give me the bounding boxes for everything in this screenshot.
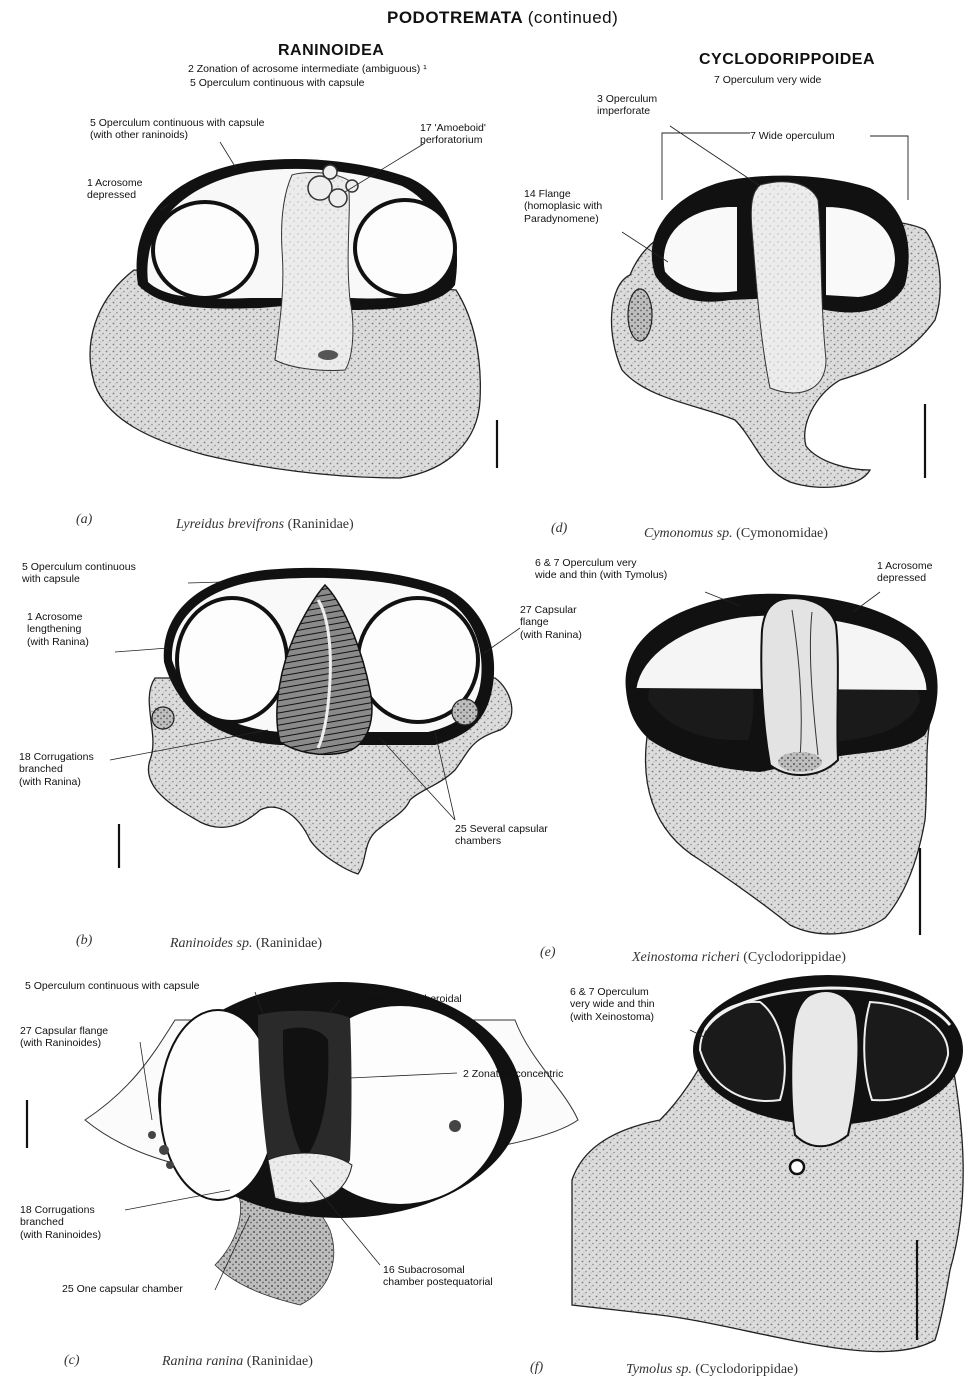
panel-a-chamber-left: [153, 202, 257, 298]
panel-letter-d: (d): [551, 522, 567, 537]
section-heading-raninoidea: RANINOIDEA: [278, 43, 384, 60]
annotation-b-corrugations: 18 Corrugations branched (with Ranina): [19, 751, 94, 788]
panel-caption-d: Cymonomus sp. (Cymonomidae): [644, 527, 828, 542]
section-note-right-1: 7 Operculum very wide: [714, 74, 821, 86]
family-name-f: (Cyclodorippidae): [695, 1362, 798, 1377]
family-name-d: (Cymonomidae): [736, 526, 828, 541]
panel-e-core: [761, 598, 838, 775]
annotation-c-flange: 27 Capsular flange (with Raninoides): [20, 1025, 108, 1050]
panel-caption-e: Xeinostoma richeri (Cyclodorippidae): [632, 951, 846, 966]
panel-caption-f: Tymolus sp. (Cyclodorippidae): [626, 1363, 798, 1378]
panel-letter-b: (b): [76, 934, 92, 949]
annotation-c-operculum: 5 Operculum continuous with capsule: [25, 980, 200, 992]
annotation-c-acrosome: 1 Acrosome subspheroidal: [338, 993, 462, 1005]
annotation-b-acrosome: 1 Acrosome lengthening (with Ranina): [27, 611, 89, 648]
panel-letter-f: (f): [530, 1361, 543, 1376]
annotation-c-subacrosomal: 16 Subacrosomal chamber postequatorial: [383, 1264, 493, 1289]
page-title-sub: (continued): [528, 8, 619, 27]
family-name-a: (Raninidae): [288, 517, 354, 532]
species-name-d: Cymonomus sp.: [644, 526, 733, 541]
species-name-c: Ranina ranina: [162, 1354, 243, 1369]
annotation-b-operculum: 5 Operculum continuous with capsule: [22, 561, 136, 586]
panel-f-core: [791, 991, 858, 1146]
annotation-c-zonation: 2 Zonation concentric: [463, 1068, 563, 1080]
species-name-a: Lyreidus brevifrons: [176, 517, 284, 532]
panel-caption-b: Raninoides sp. (Raninidae): [170, 937, 322, 952]
panel-a-chamber-right: [355, 200, 455, 296]
annotation-d-wide-operculum: 7 Wide operculum: [750, 130, 835, 142]
section-note-left-2: 5 Operculum continuous with capsule: [190, 77, 365, 89]
panel-a-drawing: [90, 142, 497, 478]
panel-d-drawing: [612, 126, 941, 487]
family-name-e: (Cyclodorippidae): [743, 950, 846, 965]
annotation-d-flange: 14 Flange (homoplasic with Paradynomene): [524, 188, 602, 225]
panel-b-chamber-left: [177, 598, 287, 722]
page-title: PODOTREMATA (continued): [387, 9, 618, 27]
panel-caption-c: Ranina ranina (Raninidae): [162, 1355, 313, 1370]
section-heading-cyclodorippoidea: CYCLODORIPPOIDEA: [699, 52, 875, 69]
panel-letter-e: (e): [540, 946, 556, 961]
species-name-e: Xeinostoma richeri: [632, 950, 740, 965]
annotation-e-operculum: 6 & 7 Operculum very wide and thin (with…: [535, 557, 667, 582]
page-title-main: PODOTREMATA: [387, 8, 523, 27]
annotation-b-chambers: 25 Several capsular chambers: [455, 823, 548, 848]
panel-e-drawing: [626, 592, 938, 935]
annotation-a-perforatorium: 17 'Amoeboid' perforatorium: [420, 122, 486, 147]
section-note-left-1: 2 Zonation of acrosome intermediate (amb…: [188, 63, 427, 75]
annotation-f-operculum: 6 & 7 Operculum very wide and thin (with…: [570, 986, 655, 1023]
family-name-c: (Raninidae): [247, 1354, 313, 1369]
annotation-c-corrugations: 18 Corrugations branched (with Raninoide…: [20, 1204, 101, 1241]
panel-f-drawing: [572, 975, 963, 1352]
panel-letter-a: (a): [76, 513, 92, 528]
panel-letter-c: (c): [64, 1354, 80, 1369]
species-name-f: Tymolus sp.: [626, 1362, 692, 1377]
family-name-b: (Raninidae): [256, 936, 322, 951]
annotation-b-flange: 27 Capsular flange (with Ranina): [520, 604, 582, 641]
species-name-b: Raninoides sp.: [170, 936, 252, 951]
annotation-a-operculum: 5 Operculum continuous with capsule (wit…: [90, 117, 265, 142]
annotation-d-imperforate: 3 Operculum imperforate: [597, 93, 657, 118]
panel-caption-a: Lyreidus brevifrons (Raninidae): [176, 518, 354, 533]
panel-c-drawing: [27, 982, 578, 1305]
annotation-e-acrosome: 1 Acrosome depressed: [877, 560, 932, 585]
annotation-a-acrosome: 1 Acrosome depressed: [87, 177, 142, 202]
annotation-c-one-chamber: 25 One capsular chamber: [62, 1283, 183, 1295]
